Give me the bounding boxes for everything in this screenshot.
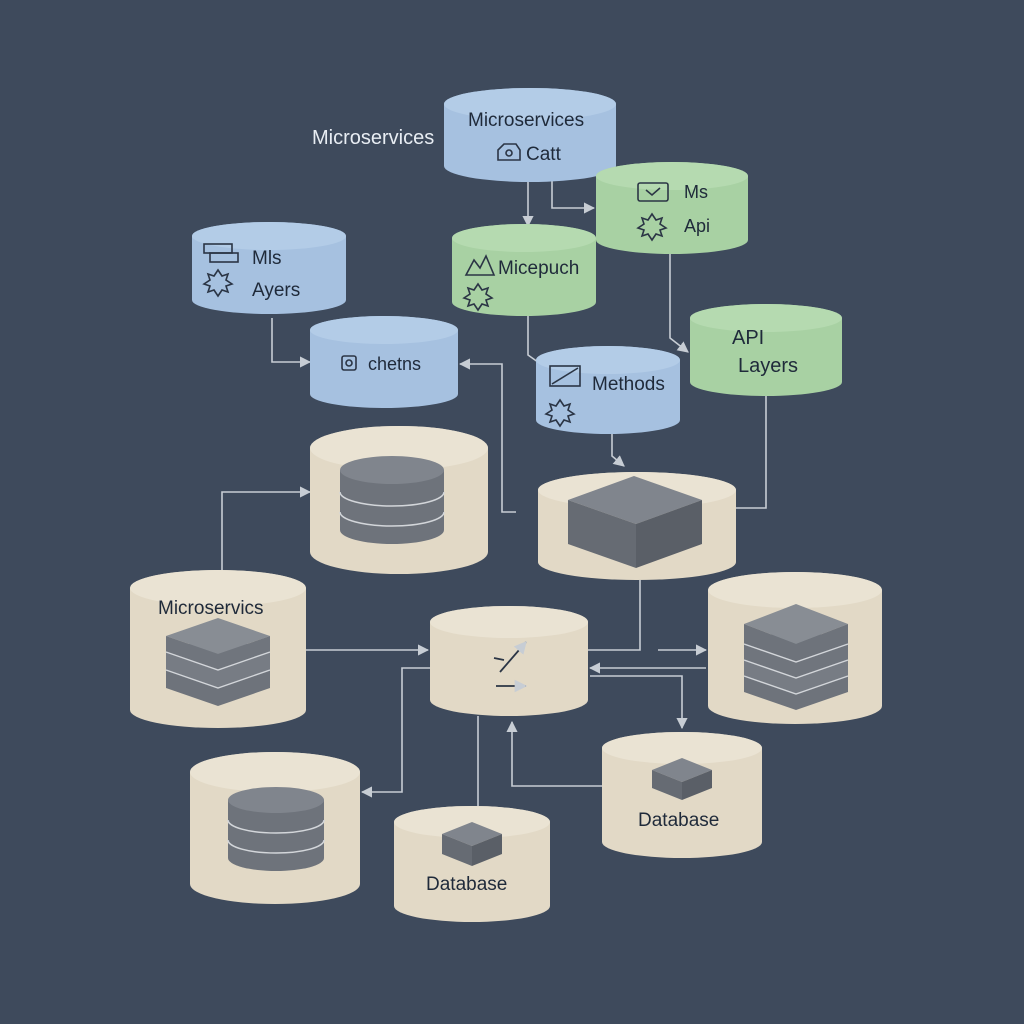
cloud-icon [497,143,521,161]
node-title: Microservices [468,110,584,131]
node-center-hub[interactable] [430,606,588,716]
node-db-bottom-left[interactable] [190,752,360,904]
connector-hub-to-bottomright [590,675,688,730]
connector-hub-to-chetns [458,358,516,513]
node-label: chetns [368,354,421,374]
cube-icon [442,822,502,866]
square-icon [341,355,357,371]
node-microservics-left[interactable]: Microservics [130,570,306,728]
connector-top-to-green-ms [551,180,596,214]
server-stack-icon [743,604,849,710]
node-subtitle: Catt [526,144,562,165]
database-icon [339,456,445,544]
node-label: Methods [592,374,665,395]
connector-bottomright-to-hub [506,720,602,787]
server-stack-icon [165,618,271,706]
node-line-2: Api [684,216,710,236]
node-database-bottom[interactable]: Database [394,806,550,922]
connector-hub-to-bottom-left [360,667,436,798]
mountain-icon [462,254,496,312]
connector-methods-to-cube [611,432,625,467]
node-microservices-top[interactable]: Microservices Catt [444,88,616,182]
node-chetns[interactable]: chetns [310,316,458,408]
stack-icon [202,243,239,298]
connector-cube-to-hub [588,580,641,651]
node-label: Micepuch [498,258,579,279]
connector-green-ms-to-api [669,252,689,353]
node-title: Microservics [158,598,264,619]
cube-icon [652,758,712,800]
node-db-top[interactable] [310,426,488,574]
chart-icon [544,365,581,428]
node-micepuch[interactable]: Micepuch [452,224,596,316]
node-cube[interactable] [538,472,736,580]
connector-left-to-topdb [221,486,312,572]
monitor-icon [636,182,669,242]
cube-icon [568,476,702,568]
node-api-layers[interactable]: API Layers [690,304,842,396]
node-methods[interactable]: Methods [536,346,680,434]
node-line-1: API [732,327,764,349]
node-label: Database [638,810,719,831]
node-green-ms[interactable]: Ms Api [596,162,748,254]
node-line-1: Mls [252,248,282,269]
node-line-1: Ms [684,182,708,202]
database-icon [227,787,325,871]
node-label: Database [426,874,507,895]
floating-title: Microservices [312,127,434,149]
node-server-right[interactable] [708,572,882,724]
connector-left-blue-to-chetns [271,318,312,368]
node-left-blue[interactable]: Mls Ayers [192,222,346,314]
arrows-icon [493,641,528,693]
node-line-2: Ayers [252,280,300,301]
node-line-2: Layers [738,355,798,377]
connector-api-to-cube [736,396,767,509]
node-database-right[interactable]: Database [602,732,762,858]
